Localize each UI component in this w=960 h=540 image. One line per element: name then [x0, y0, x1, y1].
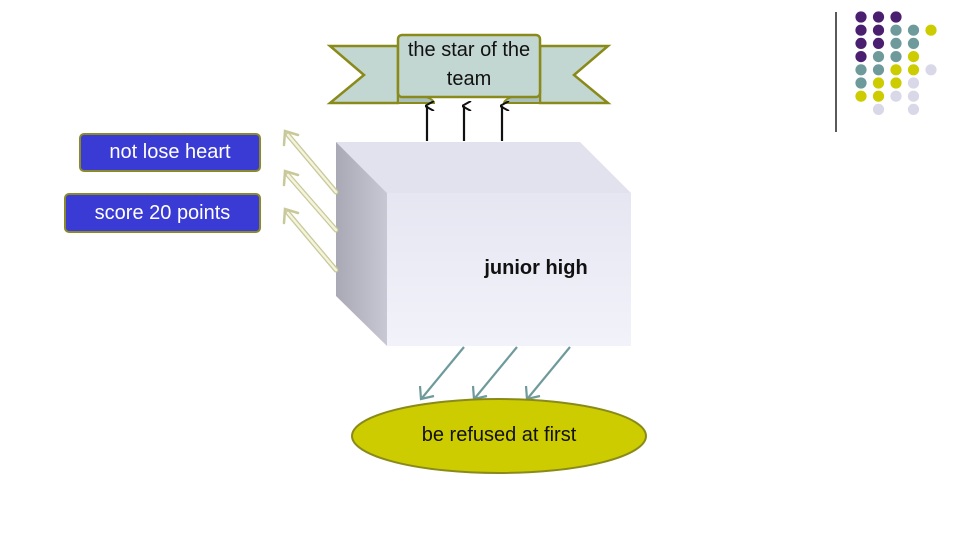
down-arrow-2	[471, 346, 518, 401]
logo-dot	[855, 37, 867, 49]
up-arrows	[427, 106, 502, 141]
logo-dot	[925, 24, 937, 36]
logo-dot	[890, 51, 902, 63]
logo-dot	[872, 51, 885, 63]
logo-dot	[907, 64, 920, 76]
down-arrow-1	[418, 346, 465, 401]
cube-label: junior high	[484, 257, 588, 279]
logo-dot	[872, 24, 885, 36]
left-arrows	[282, 129, 339, 273]
logo-dot	[872, 11, 885, 23]
logo-dot	[925, 64, 937, 76]
logo-dot	[872, 37, 885, 49]
banner-ribbon	[326, 33, 612, 105]
logo-dot	[890, 11, 902, 23]
logo-dot	[890, 64, 902, 76]
cube	[336, 142, 631, 346]
logo-dot	[872, 64, 885, 76]
left-arrow-2	[282, 169, 339, 233]
logo-dot	[907, 77, 920, 89]
down-arrows	[418, 346, 571, 401]
logo-dot	[907, 24, 920, 36]
left-arrow-1	[282, 129, 339, 195]
cube-front-face	[387, 193, 631, 346]
logo-dot	[907, 37, 920, 49]
logo-dot	[855, 64, 867, 76]
score-20-points-label: score 20 points	[94, 201, 231, 224]
down-arrow-3	[524, 346, 571, 401]
logo-dot	[872, 77, 885, 89]
left-arrow-3	[282, 207, 339, 273]
not-lose-heart-label: not lose heart	[109, 141, 231, 163]
logo-dot	[855, 51, 867, 63]
banner-center	[396, 33, 542, 99]
logo-dot	[890, 37, 902, 49]
logo-dot	[872, 103, 885, 115]
logo-dot	[855, 11, 867, 23]
logo-dot	[890, 24, 902, 36]
decorative-dot-logo	[855, 11, 937, 115]
outcome-ellipse	[351, 398, 647, 474]
banner-right-tail	[538, 44, 612, 105]
logo-dot	[855, 90, 867, 102]
banner-left-tail	[326, 44, 400, 105]
score-20-points-box[interactable]: score 20 points	[64, 193, 261, 233]
logo-dot	[907, 103, 920, 115]
logo-dot	[855, 24, 867, 36]
ellipse-text: be refused at first	[421, 424, 577, 446]
logo-dot	[907, 51, 920, 63]
logo-dot	[907, 90, 920, 102]
logo-dot	[890, 77, 902, 89]
not-lose-heart-box[interactable]: not lose heart	[79, 133, 261, 172]
cube-top-face	[336, 142, 631, 193]
banner-text: the star of the team	[407, 39, 531, 90]
logo-dot	[855, 77, 867, 89]
logo-dot	[890, 90, 902, 102]
cube-side-face	[336, 142, 387, 346]
logo-dot	[872, 90, 885, 102]
